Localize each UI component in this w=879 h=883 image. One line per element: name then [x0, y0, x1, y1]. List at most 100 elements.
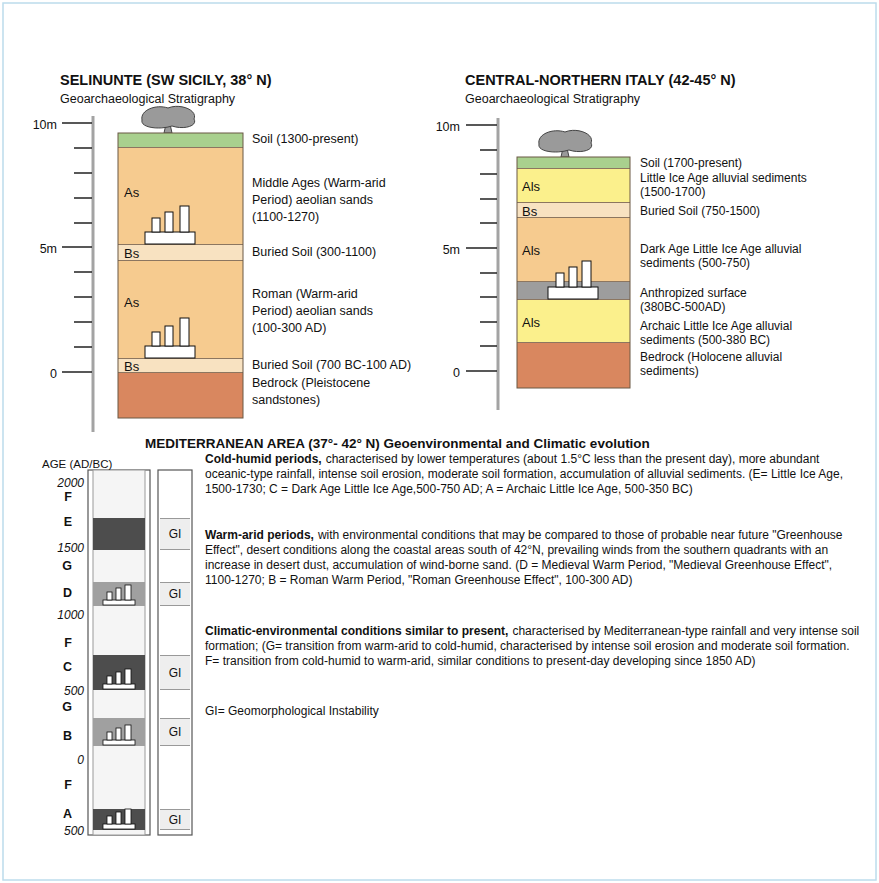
text-slot: GI: [160, 719, 190, 745]
text-slot: Middle Ages (Warm-arid Period) aeolian s…: [252, 175, 398, 226]
text-slot: Bedrock (Pleistocene sandstones): [252, 375, 398, 409]
scale-label: 10m: [33, 117, 57, 133]
period-heading: Warm-arid periods,: [205, 528, 314, 542]
text-slot: 500: [4, 681, 84, 699]
section-heading: MEDITERRANEAN AREA (37°- 42° N) Geoenvir…: [145, 435, 650, 452]
period-letter: A: [63, 807, 72, 821]
layer-description: Soil (1700-present): [640, 156, 840, 170]
instability-code: GI: [169, 666, 182, 680]
text-block: Warm-arid periods,with environmental con…: [205, 528, 860, 588]
column-outline: [118, 133, 630, 418]
tree-symbol: [142, 106, 195, 128]
instability-band: GI: [160, 518, 190, 550]
ruin-symbol: [582, 261, 591, 287]
abbreviation-note: GI= Geomorphological Instability: [205, 704, 379, 718]
text-slot: GI: [160, 810, 190, 829]
ruin-symbol: [152, 332, 160, 346]
text-slot: As: [124, 293, 139, 311]
tree-symbol: [539, 130, 592, 157]
soil-layer: Soil (1700-present): [517, 157, 630, 168]
text-slot: Roman (Warm-arid Period) aeolian sands (…: [252, 286, 398, 337]
period-letter: D: [63, 586, 72, 600]
alluvial-layer: AlsArchaic Little Ice Age alluvial sedim…: [517, 299, 630, 342]
period-letter: E: [64, 515, 72, 529]
cold-humid-band: [93, 655, 145, 690]
text-slot: Geoarchaeological Stratigraphy: [465, 89, 640, 107]
ruin-symbol: [548, 287, 598, 299]
text-slot: 10m: [0, 115, 57, 133]
depth-scale: [92, 116, 95, 432]
layer-code: Als: [522, 243, 540, 259]
layer-code: Bs: [522, 204, 537, 219]
ruin-symbol: [548, 261, 598, 299]
buried-soil-layer: BsBuried Soil (300-1100): [118, 244, 243, 260]
text-slot: F: [0, 633, 72, 651]
scale-label: 5m: [40, 241, 57, 257]
depth-scale: [466, 125, 497, 371]
period-letter: B: [63, 729, 72, 743]
text-slot: Anthropized surface (380BC-500AD): [640, 286, 790, 314]
text-slot: D: [0, 583, 72, 601]
text-slot: Little Ice Age alluvial sediments (1500-…: [640, 171, 840, 199]
layer-code: As: [124, 295, 139, 311]
layer-description: Middle Ages (Warm-arid Period) aeolian s…: [252, 175, 398, 226]
ruin-symbol: [145, 206, 195, 244]
instability-column: [158, 470, 192, 835]
ruin-symbol: [180, 206, 189, 232]
panel-subheading: Geoarchaeological Stratigraphy: [60, 91, 235, 107]
text-slot: Als: [522, 313, 540, 331]
ruin-symbol: [180, 318, 189, 346]
instability-band: GI: [160, 655, 190, 690]
ruin-symbol: [145, 346, 195, 358]
cold-humid-band: [93, 809, 145, 830]
layer-description: Anthropized surface (380BC-500AD): [640, 286, 790, 314]
tree-symbol: [142, 106, 195, 133]
age-tick-label: 500: [64, 684, 84, 698]
instability-code: GI: [169, 587, 182, 601]
axis-title: AGE (AD/BC): [42, 457, 112, 471]
scale-label: 0: [50, 366, 57, 382]
period-letter: G: [62, 559, 72, 573]
age-tick-label: 2000: [57, 476, 84, 490]
text-slot: Geoarchaeological Stratigraphy: [60, 89, 235, 107]
layer-description: Soil (1300-present): [252, 131, 452, 148]
layer-description: Bedrock (Holocene alluvial sediments): [640, 350, 840, 378]
instability-column: [158, 470, 192, 835]
cold-humid-band: [93, 518, 145, 550]
column-outline: [118, 133, 243, 418]
text-slot: Soil (1300-present): [252, 131, 452, 148]
text-slot: GI: [160, 519, 190, 549]
text-slot: Bs: [124, 244, 139, 262]
text-slot: Buried Soil (700 BC-100 AD): [252, 357, 452, 374]
text-slot: 2000: [4, 473, 84, 491]
text-slot: SELINUNTE (SW SICILY, 38° N): [60, 71, 272, 89]
alluvial-layer: AlsLittle Ice Age alluvial sediments (15…: [517, 168, 630, 202]
ruin-symbol: [152, 218, 160, 232]
layer-description: Roman (Warm-arid Period) aeolian sands (…: [252, 286, 398, 337]
age-tick-label: 1500: [57, 541, 84, 555]
period-letter: F: [64, 636, 72, 650]
age-tick-label: 1000: [57, 608, 84, 622]
text-slot: G: [0, 556, 72, 574]
column-outline: [517, 157, 630, 388]
ruin-symbol: [556, 273, 564, 287]
text-slot: GI: [160, 583, 190, 605]
text-slot: Bs: [522, 202, 537, 220]
instability-band: GI: [160, 809, 190, 830]
layer-description: Dark Age Little Ice Age alluvial sedimen…: [640, 242, 840, 270]
layer-description: Archaic Little Ice Age alluvial sediment…: [640, 319, 840, 347]
ruin-symbol: [145, 318, 195, 358]
layer-description: Buried Soil (300-1100): [252, 244, 452, 261]
text-slot: Bedrock (Holocene alluvial sediments): [640, 350, 840, 378]
age-column: [88, 470, 150, 835]
bedrock-layer: Bedrock (Pleistocene sandstones): [118, 372, 243, 418]
text-block: Cold-humid periods,characterised by lowe…: [205, 452, 860, 497]
ruin-symbol: [145, 232, 195, 244]
text-slot: A: [0, 804, 72, 822]
scale-label: 10m: [436, 119, 460, 135]
instability-code: GI: [169, 725, 182, 739]
panel-subheading: Geoarchaeological Stratigraphy: [465, 91, 640, 107]
text-slot: C: [0, 657, 72, 675]
warm-arid-band: [93, 582, 145, 606]
period-heading: Climatic-environmental conditions simila…: [205, 624, 508, 638]
